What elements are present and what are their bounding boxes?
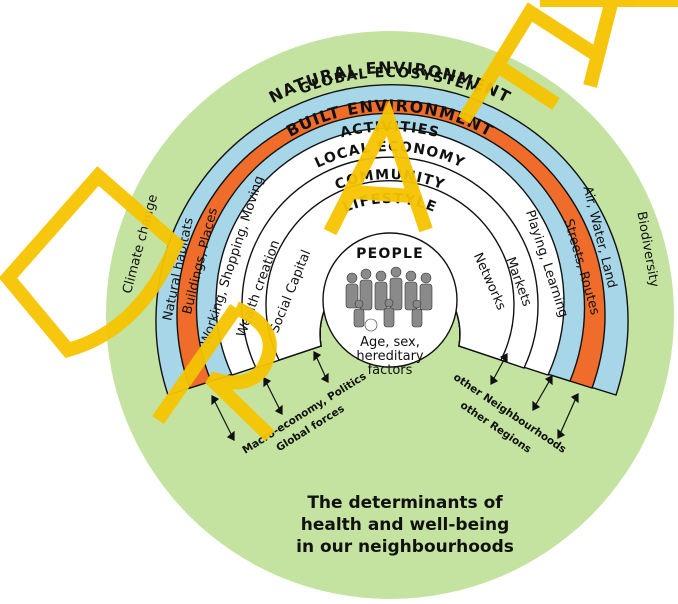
caption-line-1: The determinants of: [307, 493, 503, 513]
double-arrow-icon: [532, 375, 553, 411]
influence-arrows: [211, 351, 579, 441]
caption-line-3: in our neighbourhoods: [296, 537, 514, 557]
people-silhouettes-icon: [345, 266, 433, 332]
draft-watermark: [0, 0, 678, 442]
double-arrow-icon: [313, 351, 329, 383]
double-arrow-icon: [263, 377, 283, 415]
core-caption-line-1: Age, sex,: [360, 335, 420, 350]
double-arrow-icon: [557, 393, 579, 439]
double-arrow-icon: [490, 353, 508, 385]
double-arrow-icon: [211, 395, 235, 441]
core-caption-line-3: factors: [368, 363, 413, 378]
ring-fan: [155, 84, 629, 396]
label-people: PEOPLE: [356, 246, 424, 262]
caption-line-2: health and well-being: [301, 515, 509, 535]
core-caption-line-2: hereditary: [356, 349, 424, 364]
